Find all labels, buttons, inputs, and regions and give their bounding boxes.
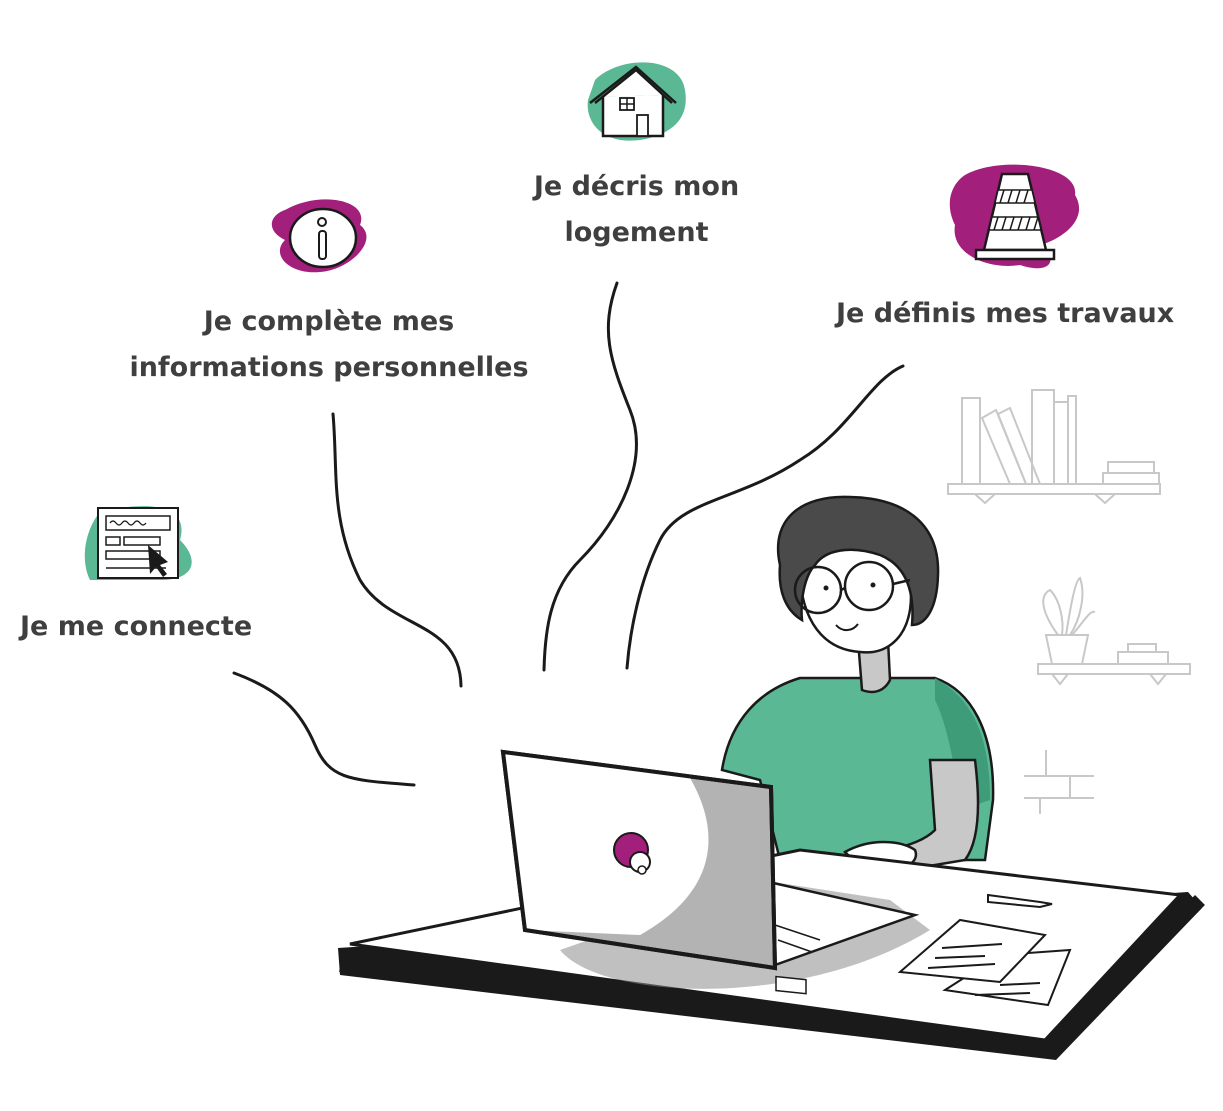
connector-lines xyxy=(232,281,905,787)
step-label-connect: Je me connecte xyxy=(20,604,252,650)
traffic-cone-icon xyxy=(949,164,1080,269)
house-icon xyxy=(587,62,686,141)
login-form-icon xyxy=(84,506,192,580)
brand-logo xyxy=(613,832,651,875)
arm xyxy=(887,758,980,872)
step-label-home-line-1: Je décris mon xyxy=(533,171,740,202)
step-label-connect-text: Je me connecte xyxy=(20,611,253,642)
step-label-info-line-1: Je complète mes xyxy=(203,306,455,337)
papers xyxy=(897,918,1072,1007)
connector-home xyxy=(542,281,638,672)
step-label-info-line-2: informations personnelles xyxy=(129,352,529,383)
connector-works xyxy=(625,364,905,670)
info-icon xyxy=(271,199,367,273)
pencil xyxy=(987,893,1053,909)
step-label-works: Je définis mes travaux xyxy=(836,291,1174,337)
step-label-works-text: Je définis mes travaux xyxy=(836,298,1175,329)
glasses-right xyxy=(843,560,895,612)
laptop xyxy=(500,749,930,995)
step-label-home-line-2: logement xyxy=(564,217,709,248)
person xyxy=(720,495,995,872)
step-label-info: Je complète mes informations personnelle… xyxy=(120,299,538,391)
shirt xyxy=(720,676,995,862)
background-shelves xyxy=(947,389,1191,814)
step-label-home: Je décris mon logement xyxy=(515,164,758,256)
connector-info xyxy=(331,412,463,688)
hair xyxy=(776,495,940,627)
connector-connect xyxy=(232,671,416,787)
